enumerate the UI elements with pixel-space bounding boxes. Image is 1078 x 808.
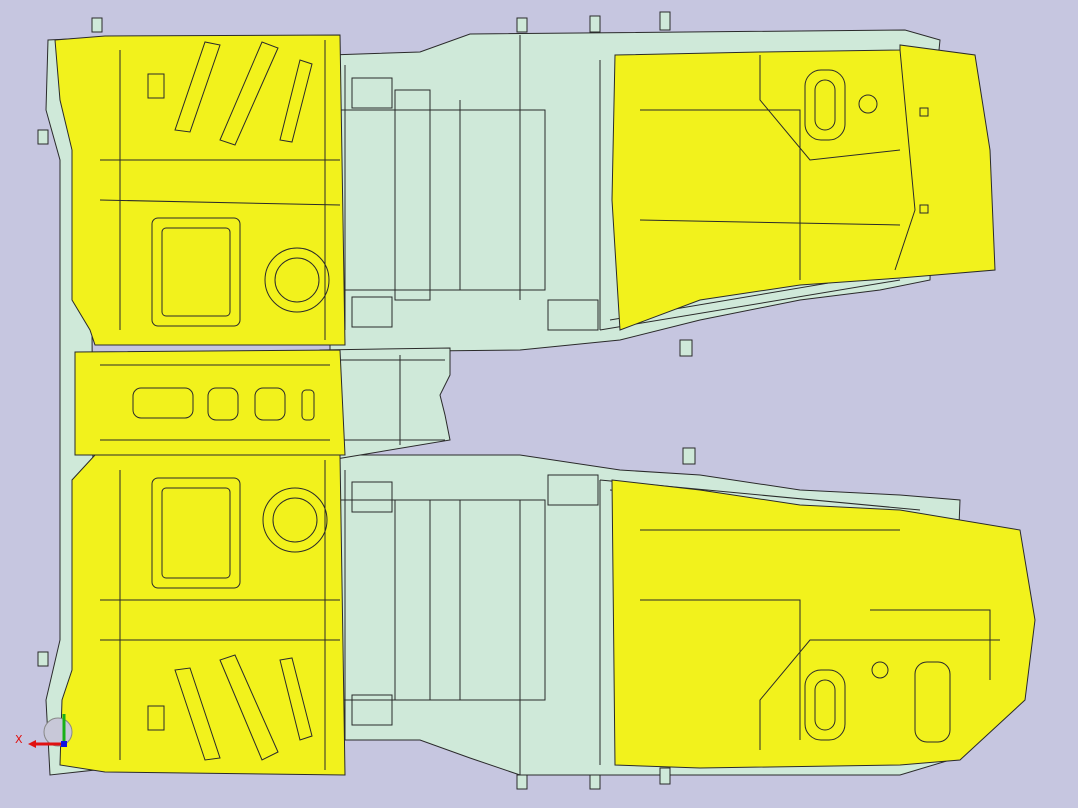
x-axis-arrowhead — [28, 740, 36, 748]
front-right-floor-yellow — [611, 479, 1036, 769]
rear-left-floor-yellow — [54, 34, 346, 346]
x-axis-label: X — [15, 733, 23, 746]
rear-right-floor-yellow — [59, 454, 346, 776]
yellow-edge-lines — [99, 40, 1000, 770]
triad-sphere — [43, 717, 73, 747]
mounting-tabs — [37, 11, 696, 790]
axis-triad — [28, 714, 73, 748]
z-axis-marker — [61, 741, 67, 747]
center-tunnel-green — [319, 347, 451, 461]
crossmember-yellow — [74, 349, 346, 456]
